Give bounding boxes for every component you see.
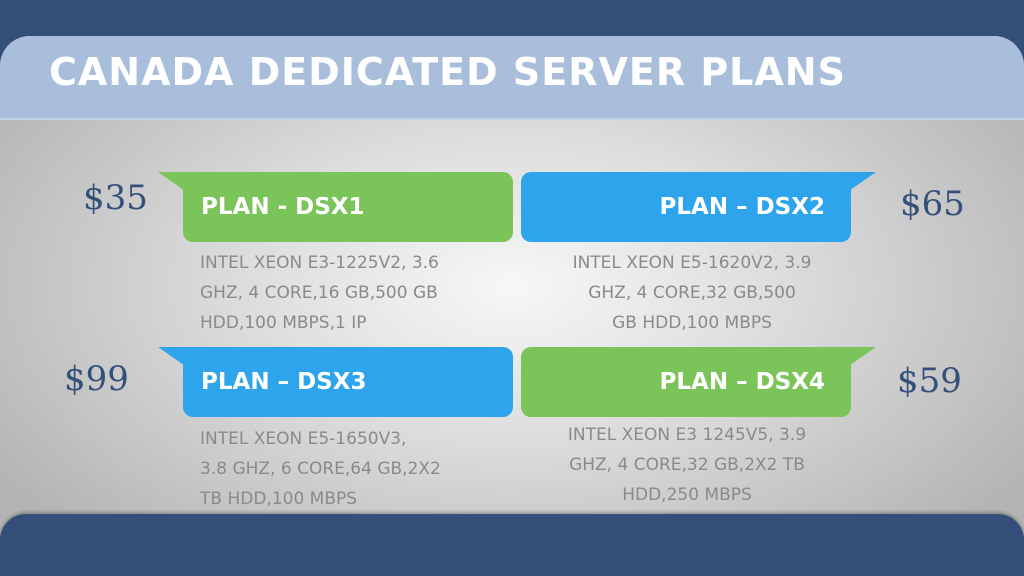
spec-line: HDD,100 MBPS,1 IP xyxy=(200,313,367,333)
spec-line: GHZ, 4 CORE,32 GB,2X2 TB xyxy=(569,455,805,475)
spec-line: INTEL XEON E3-1225V2, 3.6 xyxy=(200,253,439,273)
price-dsx2: $65 xyxy=(900,184,965,224)
plan-banner-dsx1: PLAN - DSX1 xyxy=(183,172,513,242)
plan-name-dsx1: PLAN - DSX1 xyxy=(201,194,365,220)
spec-line: INTEL XEON E3 1245V5, 3.9 xyxy=(567,425,807,445)
plan-name-dsx2: PLAN – DSX2 xyxy=(659,194,825,220)
spec-line: GHZ, 4 CORE,16 GB,500 GB xyxy=(200,283,438,303)
spec-line: TB HDD,100 MBPS xyxy=(200,489,358,509)
plan-specs-dsx1: INTEL XEON E3-1225V2, 3.6 GHZ, 4 CORE,16… xyxy=(200,248,439,338)
spec-line: GHZ, 4 CORE,32 GB,500 xyxy=(588,283,796,303)
price-dsx1: $35 xyxy=(83,178,148,218)
content-panel: CANADA DEDICATED SERVER PLANS $35 PLAN -… xyxy=(0,36,1024,536)
price-dsx4: $59 xyxy=(897,361,962,401)
plan-specs-dsx4: INTEL XEON E3 1245V5, 3.9 GHZ, 4 CORE,32… xyxy=(537,420,837,510)
spec-line: 3.8 GHZ, 6 CORE,64 GB,2X2 xyxy=(200,459,441,479)
spec-line: GB HDD,100 MBPS xyxy=(612,313,772,333)
plan-banner-dsx4: PLAN – DSX4 xyxy=(521,347,851,417)
spec-line: HDD,250 MBPS xyxy=(622,485,752,505)
page-title: CANADA DEDICATED SERVER PLANS xyxy=(49,50,846,94)
price-dsx3: $99 xyxy=(64,359,129,399)
plan-specs-dsx2: INTEL XEON E5-1620V2, 3.9 GHZ, 4 CORE,32… xyxy=(542,248,842,338)
title-bar: CANADA DEDICATED SERVER PLANS xyxy=(0,36,1024,120)
spec-line: INTEL XEON E5-1650V3, xyxy=(200,429,407,449)
plan-banner-dsx3: PLAN – DSX3 xyxy=(183,347,513,417)
plan-name-dsx4: PLAN – DSX4 xyxy=(659,369,825,395)
plan-specs-dsx3: INTEL XEON E5-1650V3, 3.8 GHZ, 6 CORE,64… xyxy=(200,424,441,514)
plan-banner-dsx2: PLAN – DSX2 xyxy=(521,172,851,242)
footer-bar xyxy=(0,514,1024,576)
plan-name-dsx3: PLAN – DSX3 xyxy=(201,369,367,395)
spec-line: INTEL XEON E5-1620V2, 3.9 xyxy=(572,253,812,273)
